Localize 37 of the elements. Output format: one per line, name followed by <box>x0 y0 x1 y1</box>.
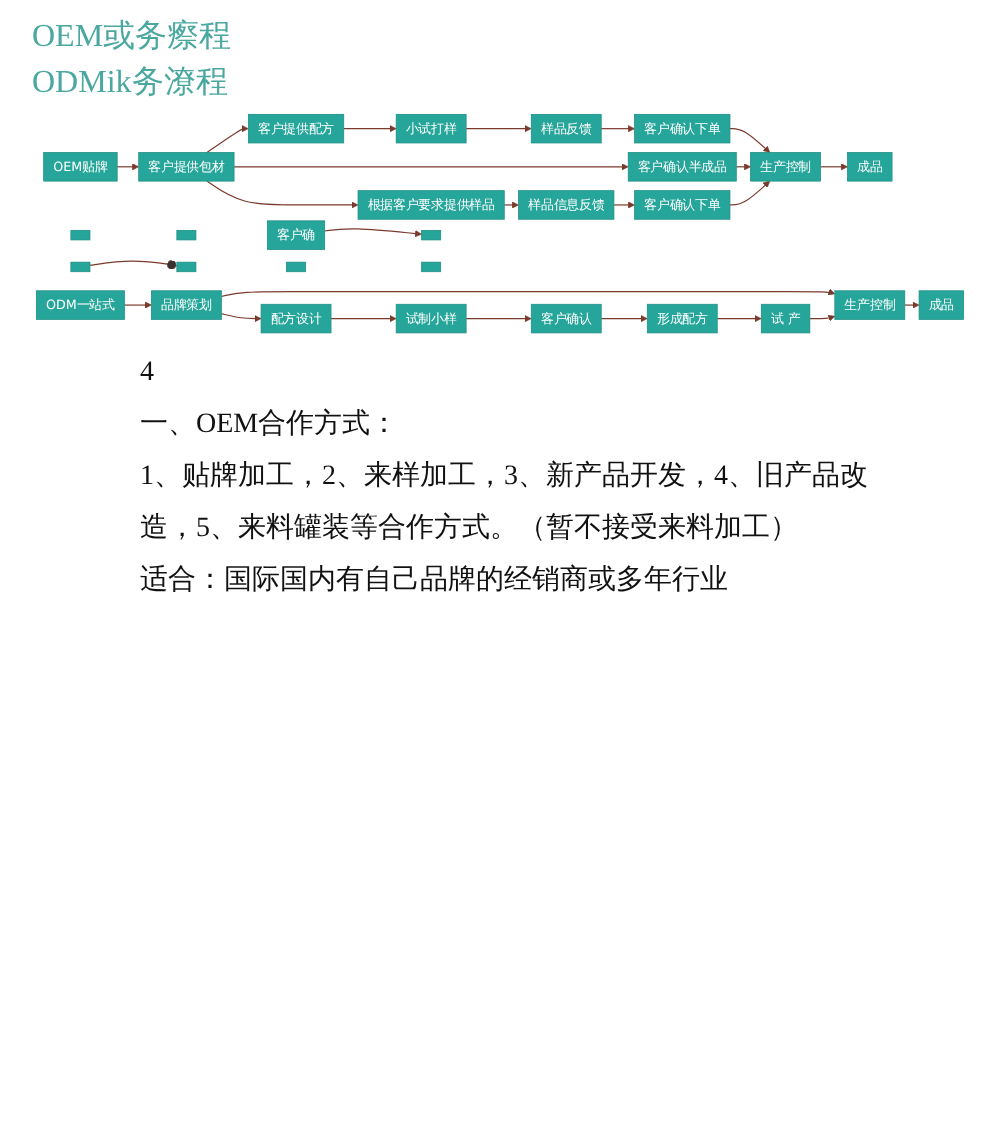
paragraph: 一、OEM合作方式： <box>140 406 401 444</box>
arrow <box>116 163 140 171</box>
arrow <box>330 315 397 323</box>
node-box <box>176 261 197 273</box>
paragraph: 适合：国际国内有自己品牌的经销商或多年行业 <box>140 562 730 600</box>
node-box <box>70 261 91 273</box>
arrow <box>819 163 848 171</box>
arrow <box>465 315 532 323</box>
arrow <box>123 301 152 309</box>
section-heading: ODMik务潦程 <box>32 64 230 104</box>
arrow <box>220 288 836 298</box>
node-box <box>286 261 306 273</box>
arrow <box>324 228 422 238</box>
node-box <box>176 230 197 241</box>
paragraph: 1、贴牌加工，2、来样加工，3、新产品开发，4、旧产品改造，5、来料罐装等合作方式。（暂不接受来料加工） <box>140 458 870 548</box>
section-heading: OEM或务瘵程 <box>32 17 234 58</box>
node-box <box>421 230 442 241</box>
node-box <box>70 230 91 241</box>
arrow <box>600 125 635 133</box>
arrow <box>503 201 519 209</box>
connector <box>89 260 178 270</box>
arrow <box>904 301 920 309</box>
arrow <box>809 314 836 322</box>
arrow <box>206 125 249 154</box>
arrow <box>220 313 262 323</box>
arrow <box>716 315 762 323</box>
node-box <box>421 261 442 273</box>
arrow <box>465 125 532 133</box>
arrow <box>729 128 771 153</box>
arrow <box>613 201 635 209</box>
arrow <box>729 180 771 206</box>
arrow <box>233 163 629 171</box>
arrow <box>735 163 751 171</box>
arrow <box>206 180 359 209</box>
arrow <box>343 125 397 133</box>
arrow <box>600 315 648 323</box>
stray-number: 4 <box>140 355 156 392</box>
